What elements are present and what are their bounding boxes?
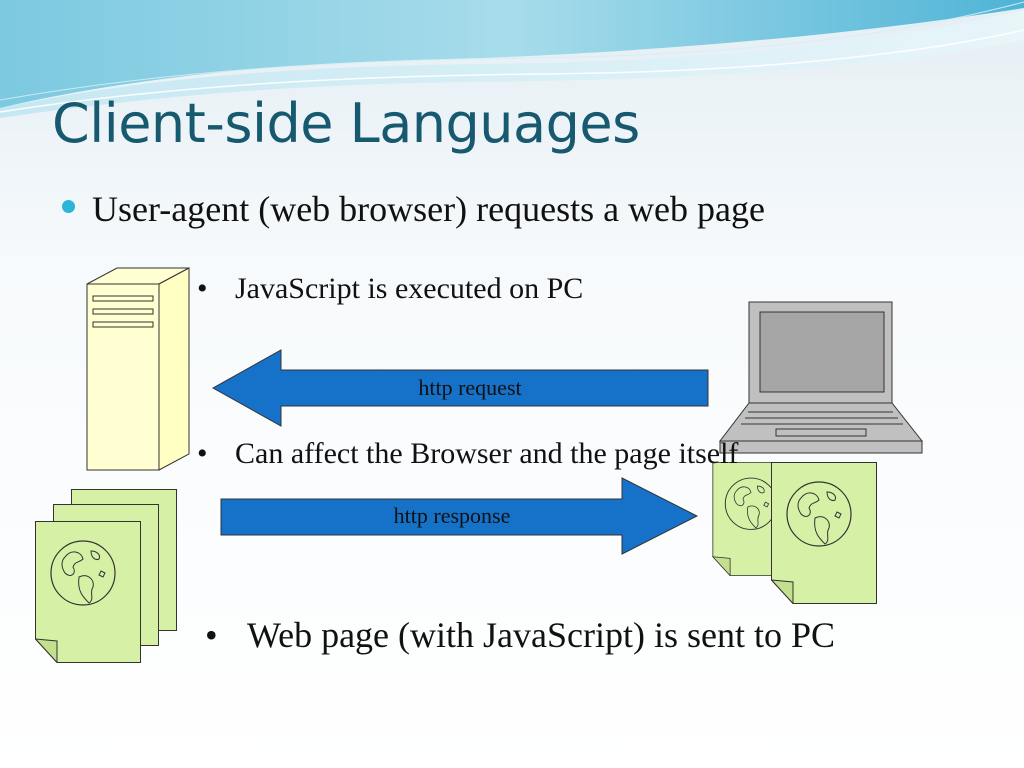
wave-band-dark [0, 0, 1024, 108]
web-page-globe-icon [35, 521, 141, 663]
http-request-label: http request [418, 375, 522, 400]
server-tower-icon [86, 267, 190, 471]
wave-line-2 [0, 1, 1024, 101]
bullet-mark: • [205, 615, 218, 655]
main-bullet: User-agent (web browser) requests a web … [62, 188, 765, 230]
sub-bullet-1: • JavaScript is executed on PC [197, 272, 583, 306]
http-response-arrow [220, 477, 699, 555]
sub-bullet-text: Can affect the Browser and the page itse… [235, 437, 739, 470]
wave-band-light [0, 10, 1024, 118]
sub-bullet-text: JavaScript is executed on PC [235, 272, 584, 305]
sub-bullet-3: • Web page (with JavaScript) is sent to P… [205, 614, 835, 656]
bullet-dot-icon [62, 200, 75, 213]
web-page-globe-icon [771, 462, 877, 604]
laptop-icon [718, 301, 924, 454]
web-pages-left [35, 489, 177, 663]
wave-line [0, 29, 1024, 113]
slide-title: Client-side Languages [52, 92, 640, 155]
web-pages-right [712, 462, 877, 604]
http-response-label: http response [393, 503, 511, 528]
sub-bullet-text: Web page (with JavaScript) is sent to PC [247, 615, 836, 655]
sub-bullet-2: • Can affect the Browser and the page its… [197, 437, 738, 471]
bullet-mark: • [197, 272, 208, 305]
main-bullet-text: User-agent (web browser) requests a web … [92, 189, 765, 229]
bullet-mark: • [197, 437, 208, 470]
http-request-arrow [211, 349, 709, 427]
